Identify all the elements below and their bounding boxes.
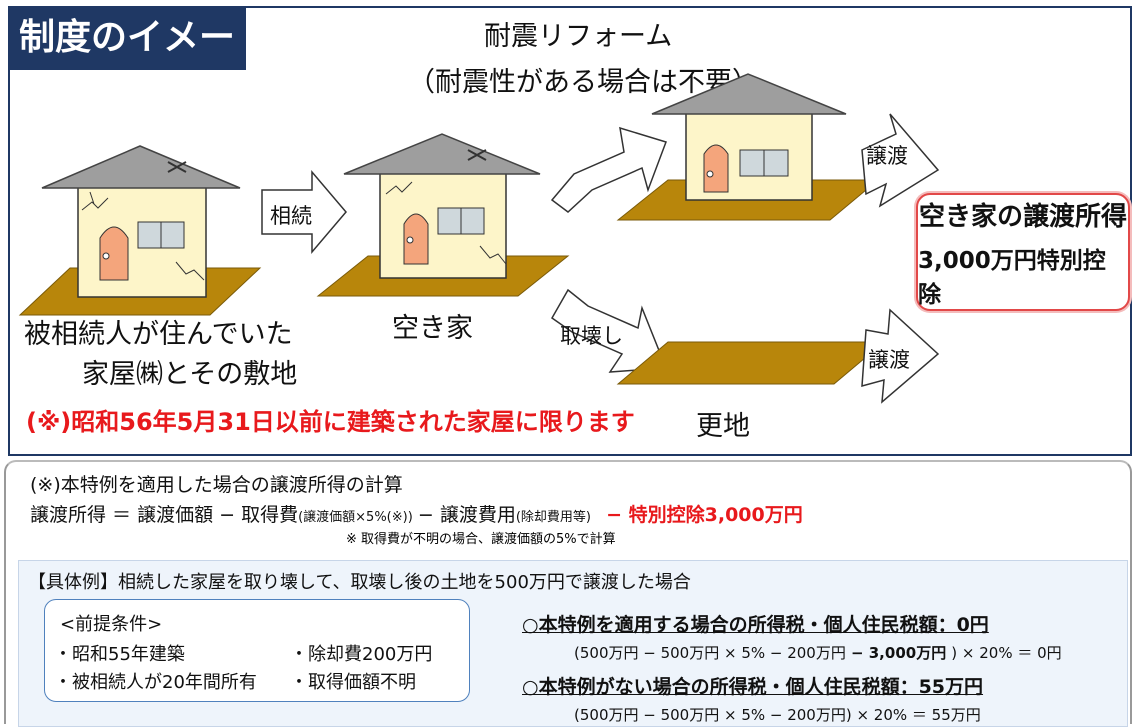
condition-owned: ・被相続人が20年間所有	[54, 672, 257, 693]
transfer-arrow-top	[861, 113, 940, 208]
formula-part-b: − 譲渡費用	[417, 504, 516, 526]
crack-1	[81, 191, 109, 211]
title-tab: 制度のイメージ	[8, 6, 246, 122]
calculation-section	[4, 460, 1132, 724]
transfer-label-bottom: 譲渡	[868, 348, 910, 372]
condition-demolition-cost: ・除却費200万円	[290, 644, 433, 665]
house-1-caption-1: 被相続人が住んでいた	[24, 319, 293, 350]
house-1-caption-2: 家屋㈱とその敷地	[82, 359, 298, 390]
demolish-label: 取壊し	[560, 324, 623, 348]
roof-1	[41, 145, 241, 189]
result-title: 空き家の譲渡所得	[918, 201, 1127, 232]
roof-damage-1	[167, 161, 187, 173]
formula-part-c: − 特別控除3,000万円	[606, 504, 803, 526]
formula-part-b-note: (除却費用等)	[515, 510, 592, 525]
calc-formula: 譲渡所得 ＝ 譲渡価額 − 取得費(譲渡価額×5%(※)) − 譲渡費用(除却費…	[30, 500, 803, 527]
case-without-exemption-heading: ○本特例がない場合の所得税・個人住民税額：55万円	[522, 676, 984, 698]
building-date-note: (※)昭和56年5月31日以前に建築された家屋に限ります	[26, 408, 635, 436]
house-2-caption: 空き家	[392, 313, 473, 344]
result-box: 空き家の譲渡所得 3,000万円特別控除	[916, 193, 1130, 311]
roof-2	[343, 133, 541, 175]
conditions-box	[44, 599, 470, 702]
case1-formula-deduction: − 3,000万円	[850, 644, 947, 662]
house-3-illustration	[616, 73, 880, 221]
transfer-label-top: 譲渡	[866, 144, 908, 168]
door-3	[703, 144, 729, 193]
formula-part-a: 譲渡所得 ＝ 譲渡価額 − 取得費	[30, 504, 299, 526]
calc-footnote: ※ 取得費が不明の場合、譲渡価額の5%で計算	[346, 532, 616, 547]
transfer-arrow-bottom	[861, 308, 940, 404]
case-with-exemption-formula: (500万円 − 500万円 × 5% − 200万円 − 3,000万円 ) …	[574, 642, 1062, 663]
door-1	[99, 226, 129, 281]
example-title: 【具体例】相続した家屋を取り壊して、取壊し後の土地を500万円で譲渡した場合	[28, 572, 691, 593]
formula-part-a-note: (譲渡価額×5%(※))	[298, 510, 413, 525]
condition-built: ・昭和55年建築	[54, 644, 185, 665]
calc-heading: (※)本特例を適用した場合の譲渡所得の計算	[30, 474, 403, 496]
vacant-lot-illustration	[616, 341, 886, 385]
case1-formula-c: ) × 20% ＝ 0円	[951, 644, 1062, 662]
inherit-label: 相続	[270, 204, 312, 228]
case-with-exemption-heading: ○本特例を適用する場合の所得税・個人住民税額：0円	[522, 614, 989, 636]
result-deduction: 3,000万円特別控除	[918, 247, 1106, 308]
crack-2	[175, 261, 205, 281]
reform-arrow	[550, 126, 667, 213]
inherit-arrow	[261, 169, 347, 255]
vacant-lot-caption: 更地	[696, 411, 750, 442]
conditions-heading: <前提条件>	[60, 614, 163, 635]
reform-note: （耐震性がある場合は不要）	[408, 67, 759, 98]
house-1-illustration	[18, 145, 262, 316]
house-2-illustration	[316, 133, 570, 297]
case1-formula-a: (500万円 − 500万円 × 5% − 200万円	[574, 644, 846, 662]
case-without-exemption-formula: (500万円 − 500万円 × 5% − 200万円) × 20% ＝ 55万…	[574, 706, 981, 724]
condition-acquisition-unknown: ・取得価額不明	[290, 672, 416, 693]
reform-label: 耐震リフォーム	[484, 21, 673, 52]
door-2	[403, 213, 429, 265]
roof-3	[651, 73, 847, 115]
